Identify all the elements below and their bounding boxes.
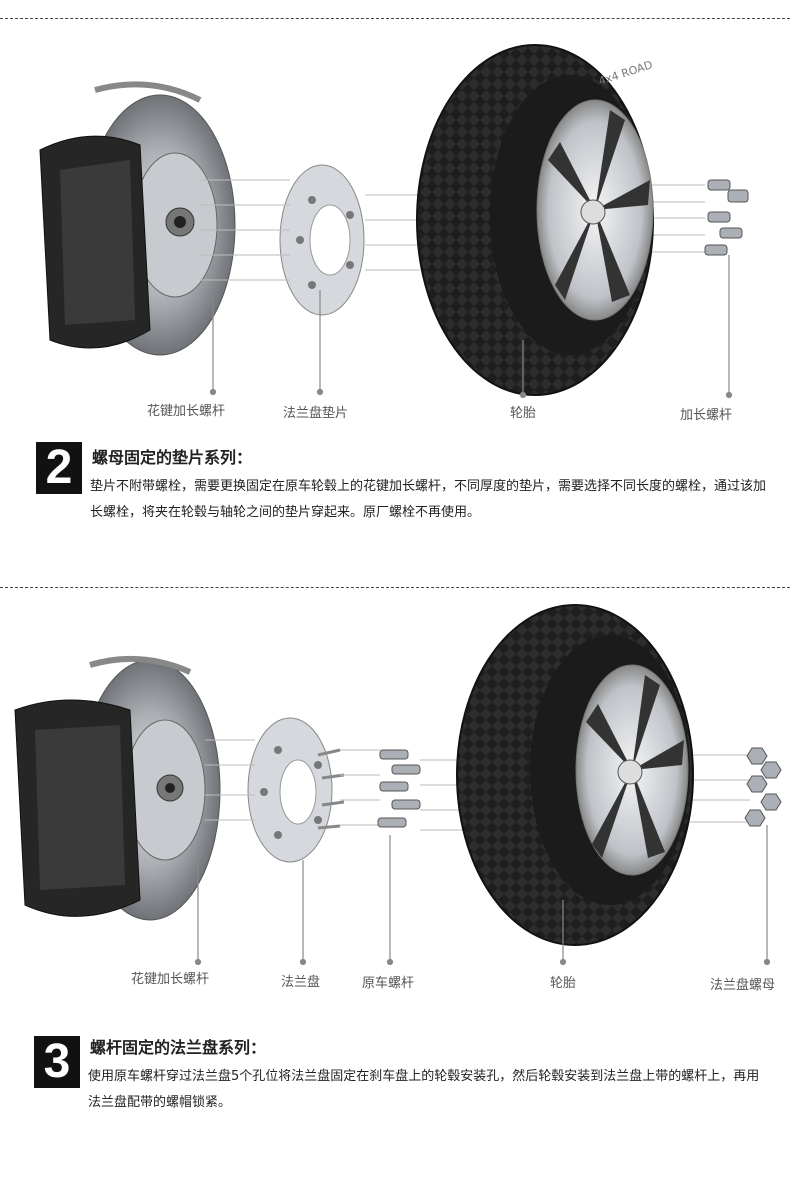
brake-disc-assembly (39, 81, 236, 356)
flange-nuts (744, 747, 782, 827)
exploded-diagram-flange (14, 604, 782, 966)
brake-disc-assembly (14, 655, 221, 921)
label-tire: 轮胎 (510, 406, 537, 421)
wheel-flange-adapter (247, 717, 345, 863)
flange-spacer-plate (279, 164, 365, 316)
label-original-bolt: 原车螺杆 (362, 976, 415, 991)
diagram-panel-flange: 花键加长螺杆 法兰盘 原车螺杆 轮胎 法兰盘螺母 (0, 600, 790, 1000)
diagram-panel-spacer: 4x4 ROAD 花键加长螺杆 法兰盘垫片 轮胎 加长螺杆 (0, 30, 790, 430)
label-spline-bolt: 花键加长螺杆 (147, 404, 226, 419)
tire-wheel: 4x4 ROAD (416, 44, 654, 396)
label-flange: 法兰盘 (281, 975, 321, 990)
section-number-3: 3 (34, 1036, 80, 1088)
tire-sidewall-text: 4x4 ROAD (597, 58, 654, 88)
label-pointers (209, 255, 733, 399)
divider-middle (0, 587, 790, 588)
alignment-lines (200, 179, 705, 281)
label-spacer: 法兰盘垫片 (283, 406, 349, 421)
section-number-2: 2 (36, 442, 82, 494)
exploded-diagram-spacer: 4x4 ROAD (39, 44, 749, 399)
section-desc-3: 使用原车螺杆穿过法兰盘5个孔位将法兰盘固定在刹车盘上的轮毂安装孔，然后轮毂安装到… (88, 1069, 760, 1110)
extension-bolts (704, 179, 749, 256)
label-pointers (194, 825, 771, 966)
section-title-3: 螺杆固定的法兰盘系列： (90, 1038, 267, 1057)
label-flange-nut: 法兰盘螺母 (710, 978, 776, 993)
label-extension-bolt: 加长螺杆 (680, 408, 733, 423)
section-title-2: 螺母固定的垫片系列： (92, 448, 253, 467)
tire-wheel (456, 604, 694, 946)
divider-top (0, 18, 790, 19)
label-spline-bolt: 花键加长螺杆 (131, 972, 210, 987)
original-bolts (377, 749, 421, 828)
label-tire: 轮胎 (550, 976, 577, 991)
section-desc-2: 垫片不附带螺栓，需要更换固定在原车轮毂上的花键加长螺杆，不同厚度的垫片，需要选择… (90, 479, 767, 520)
